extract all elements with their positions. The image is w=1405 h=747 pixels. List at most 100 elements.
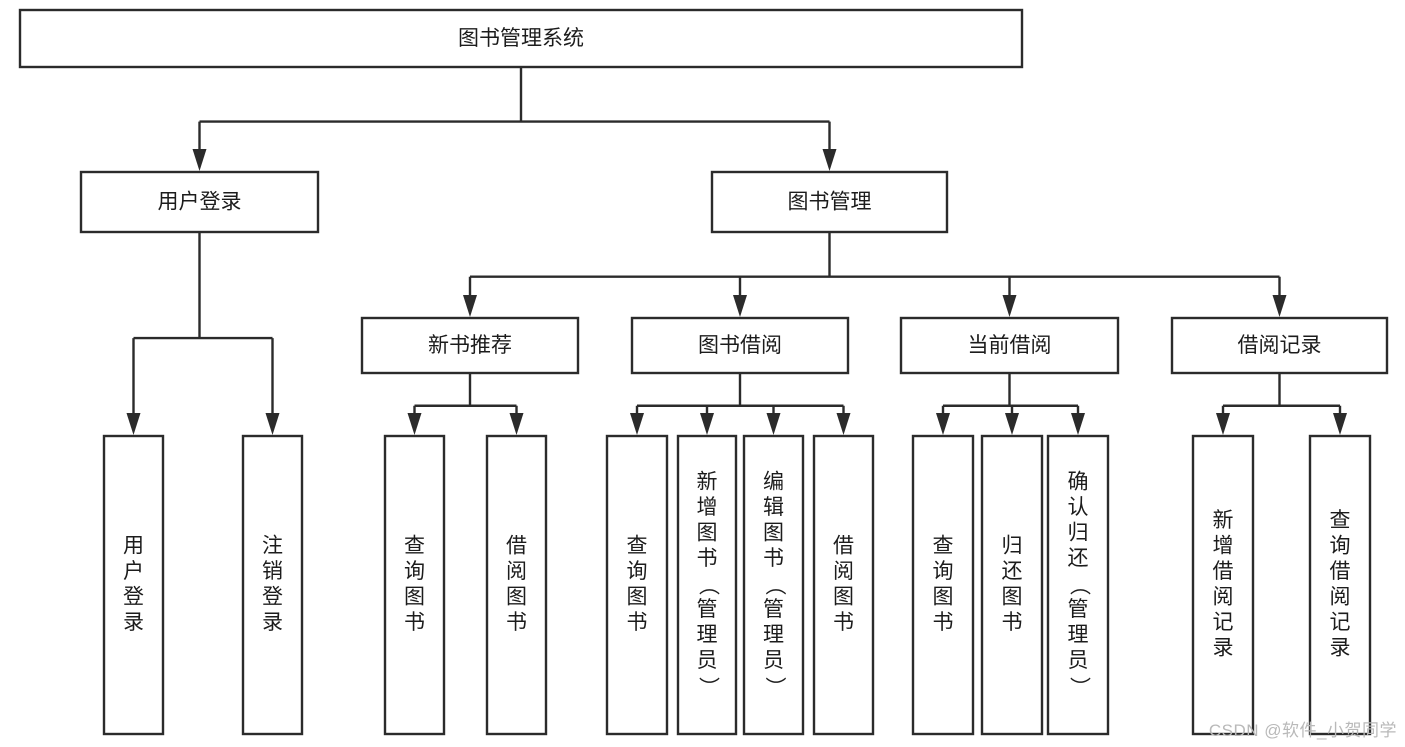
node-box[interactable] [710,170,949,234]
arrowhead-icon [265,413,280,435]
node-box[interactable] [18,8,1024,69]
node-l3b[interactable]: 图书借阅 [630,316,850,375]
node-label-char: 管 [763,598,784,621]
node-label-char: 记 [1213,611,1234,634]
node-label: 图书管理 [788,191,872,214]
arrowhead-icon [463,295,477,317]
node-box[interactable] [79,170,320,234]
node-label: 借阅记录 [1238,334,1322,357]
node-label-char: 录 [262,611,283,634]
arrowhead-icon [1272,295,1287,317]
node-label-char: 确 [1068,471,1089,494]
node-label-char: （ [696,575,719,596]
node-label-char: 图 [763,522,784,545]
node-l2b[interactable]: 图书管理 [710,170,949,234]
node-box[interactable] [899,316,1120,375]
node-label-char: 书 [404,611,425,634]
node-label-char: 管 [697,598,718,621]
node-label-char: 用 [123,534,144,557]
node-label-char: 图 [933,585,954,608]
node-box[interactable] [1170,316,1389,375]
node-label-char: 书 [763,547,784,570]
node-label-char: ） [763,677,786,698]
node-label-char: 记 [1330,611,1351,634]
node-label-char: 认 [1068,496,1089,519]
node-box[interactable] [980,434,1044,736]
arrowhead-icon [509,413,524,435]
node-label-char: 借 [1213,560,1234,583]
node-box[interactable] [383,434,446,736]
node-label-char: （ [763,575,786,596]
node-box[interactable] [742,434,805,736]
node-l3d[interactable]: 借阅记录 [1170,316,1389,375]
node-box[interactable] [630,316,850,375]
node-box[interactable] [360,316,580,375]
node-root[interactable]: 图书管理系统 [18,8,1024,69]
node-n01[interactable]: 用户登录 [102,434,165,736]
node-label-char: ） [1067,677,1090,698]
node-label-char: 书 [627,611,648,634]
node-label-char: 查 [1330,509,1351,532]
node-box[interactable] [676,434,738,736]
node-l3c[interactable]: 当前借阅 [899,316,1120,375]
node-box[interactable] [1191,434,1255,736]
node-box[interactable] [241,434,304,736]
node-label-char: 理 [697,624,718,647]
node-label-char: 阅 [1213,585,1234,608]
node-label-char: 理 [1068,624,1089,647]
node-label-char: 增 [697,496,718,519]
node-label-char: 查 [933,534,954,557]
node-box[interactable] [605,434,669,736]
node-box[interactable] [485,434,548,736]
node-label-char: 户 [123,560,144,583]
node-box[interactable] [911,434,975,736]
node-label-char: 录 [1213,636,1234,659]
node-box[interactable] [1046,434,1110,736]
node-label-char: 还 [1068,547,1089,570]
arrowhead-icon [1216,413,1230,435]
watermark-text: CSDN @软件_小贺同学 [1208,721,1397,740]
node-label-char: 图 [627,585,648,608]
node-label-char: 登 [262,585,283,608]
node-label-char: 销 [262,560,283,583]
node-label-char: 图 [404,585,425,608]
node-label-char: 阅 [506,560,527,583]
node-label: 当前借阅 [968,334,1052,357]
node-box[interactable] [1308,434,1372,736]
node-label-char: （ [1067,575,1090,596]
node-label-char: 书 [833,611,854,634]
node-l3a[interactable]: 新书推荐 [360,316,580,375]
node-label-char: 图 [1002,585,1023,608]
node-label-char: 书 [697,547,718,570]
node-label-char: 增 [1213,534,1234,557]
node-label-char: 借 [1330,560,1351,583]
node-layer: 图书管理系统用户登录图书管理新书推荐图书借阅当前借阅借阅记录用户登录注销登录查询… [18,8,1389,736]
node-box[interactable] [102,434,165,736]
arrowhead-icon [766,413,781,435]
node-label-char: 书 [1002,611,1023,634]
node-box[interactable] [812,434,875,736]
node-l2a[interactable]: 用户登录 [79,170,320,234]
node-label-char: 阅 [833,560,854,583]
